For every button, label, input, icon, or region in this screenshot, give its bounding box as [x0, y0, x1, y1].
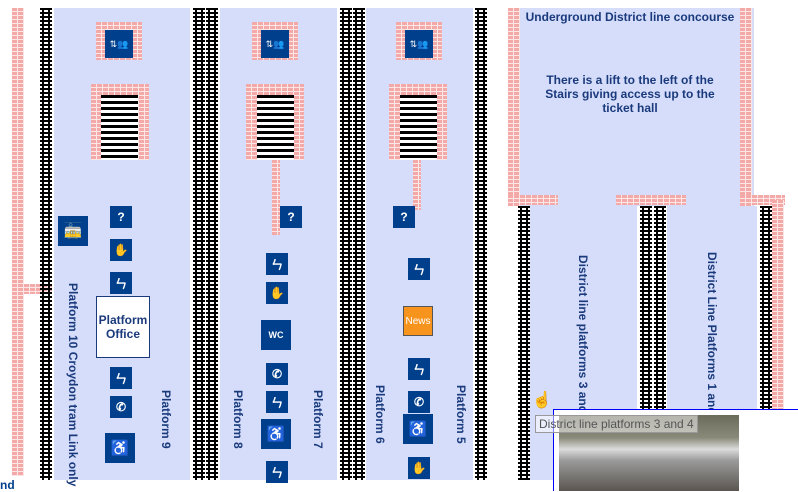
concourse-title: Underground District line concourse — [525, 10, 735, 24]
info-icon: ? — [280, 206, 302, 228]
waiting-room-icon: ♿ — [105, 433, 135, 463]
seat-icon: ㄣ — [408, 358, 430, 380]
tram-icon: 🚋 — [58, 216, 88, 246]
track — [340, 8, 352, 480]
platform-6-label: Platform 6 — [373, 385, 387, 444]
seat-icon: ㄣ — [266, 391, 288, 413]
seat-icon: ㄣ — [110, 367, 132, 389]
wall — [508, 195, 558, 205]
lift-icon: ⇅👥 — [105, 30, 133, 58]
track — [40, 8, 52, 480]
platform-7-label: Platform 7 — [311, 390, 325, 449]
seat-icon: ㄣ — [408, 258, 430, 280]
info-icon: ? — [110, 206, 132, 228]
corridor — [272, 160, 280, 235]
seat-icon: ㄣ — [266, 461, 288, 483]
ticket-icon: ✋ — [408, 457, 430, 479]
ticket-icon: ✋ — [266, 282, 288, 304]
waiting-room-icon: ♿ — [261, 419, 291, 449]
concourse-note: There is a lift to the left of the Stair… — [545, 73, 715, 115]
stairs-icon — [101, 95, 138, 160]
wall-right — [772, 200, 784, 410]
tooltip: District line platforms 3 and 4 — [535, 415, 698, 433]
lift-icon: ⇅👥 — [405, 30, 433, 58]
phone-icon: ✆ — [408, 391, 430, 413]
platform-10-label: Platform 10 Croydon tram Link only — [66, 283, 80, 487]
track — [475, 8, 487, 480]
track — [760, 206, 772, 410]
stairs-icon — [400, 95, 437, 160]
news-kiosk: News — [403, 306, 433, 336]
platform-8-label: Platform 8 — [231, 390, 245, 449]
lift-icon: ⇅👥 — [261, 30, 289, 58]
platform-5-label: Platform 5 — [454, 385, 468, 444]
ticket-icon: ✋ — [110, 239, 132, 261]
district-concourse — [508, 8, 754, 206]
wc-accessible-icon: WC — [261, 320, 291, 350]
wall — [616, 195, 686, 205]
track — [518, 206, 530, 480]
wall — [740, 195, 785, 205]
wall — [508, 8, 520, 206]
phone-icon: ✆ — [266, 363, 288, 385]
footer-text: nd — [0, 478, 15, 492]
phone-icon: ✆ — [110, 396, 132, 418]
seat-icon: ㄣ — [266, 253, 288, 275]
seat-icon: ㄣ — [110, 272, 132, 294]
track — [206, 8, 218, 480]
district-3-4-label[interactable]: District line platforms 3 and 4 — [576, 255, 590, 424]
wall-left — [12, 8, 24, 476]
waiting-room-icon: ♿ — [403, 414, 433, 444]
wall — [740, 8, 752, 206]
info-icon: ? — [393, 206, 415, 228]
wall-branch — [12, 284, 52, 294]
platform-9-label: Platform 9 — [159, 390, 173, 449]
track — [353, 8, 365, 480]
district-1-2-label: District Line Platforms 1 and 2 — [705, 252, 719, 425]
corridor — [413, 160, 421, 210]
hand-cursor-icon: ☝ — [532, 392, 552, 409]
track — [193, 8, 205, 480]
stairs-icon — [257, 95, 294, 160]
platform-office: Platform Office — [96, 296, 150, 358]
